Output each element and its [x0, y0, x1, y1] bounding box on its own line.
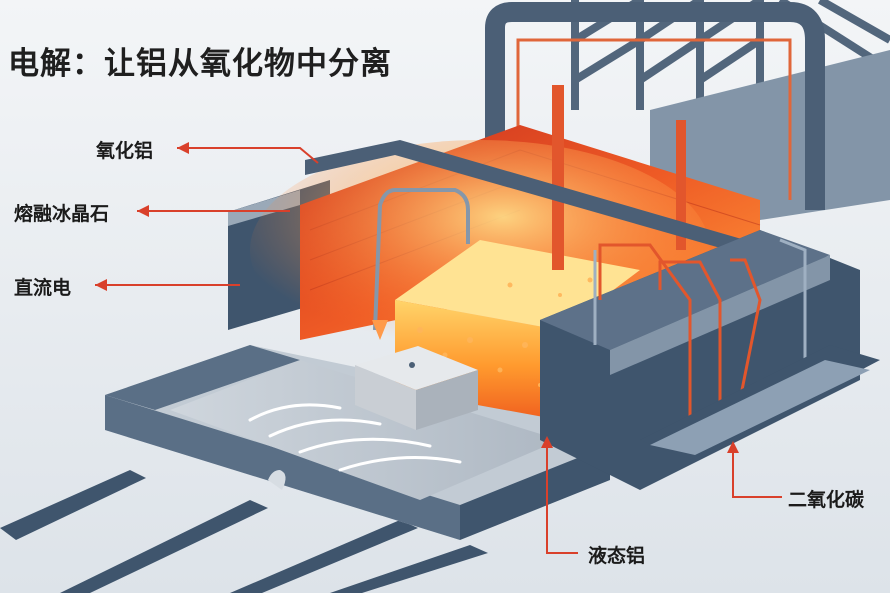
top-beam — [305, 140, 745, 255]
pool-ripples — [248, 403, 462, 472]
aluminum-ingot — [355, 346, 478, 430]
front-frame — [105, 345, 300, 410]
label-dc-current: 直流电 — [14, 277, 72, 299]
back-building — [650, 50, 890, 220]
anode-rods — [373, 85, 686, 331]
label-alumina: 氧化铝 — [96, 140, 154, 162]
current-arrow — [372, 320, 388, 340]
current-lead — [516, 38, 792, 200]
leader-arrowheads — [95, 142, 739, 453]
label-cryolite: 熔融冰晶石 — [14, 203, 110, 225]
dripping-metal — [268, 470, 286, 490]
leader-lines — [95, 147, 782, 554]
ground-rails — [0, 470, 488, 593]
label-liquid-aluminum: 液态铝 — [588, 545, 646, 567]
page-title: 电解：让铝从氧化物中分离 — [8, 46, 392, 82]
overhead-duct — [485, 2, 825, 210]
liquid-aluminum-pool — [170, 360, 560, 500]
pipes — [593, 238, 807, 365]
label-carbon-dioxide: 二氧化碳 — [788, 489, 865, 511]
